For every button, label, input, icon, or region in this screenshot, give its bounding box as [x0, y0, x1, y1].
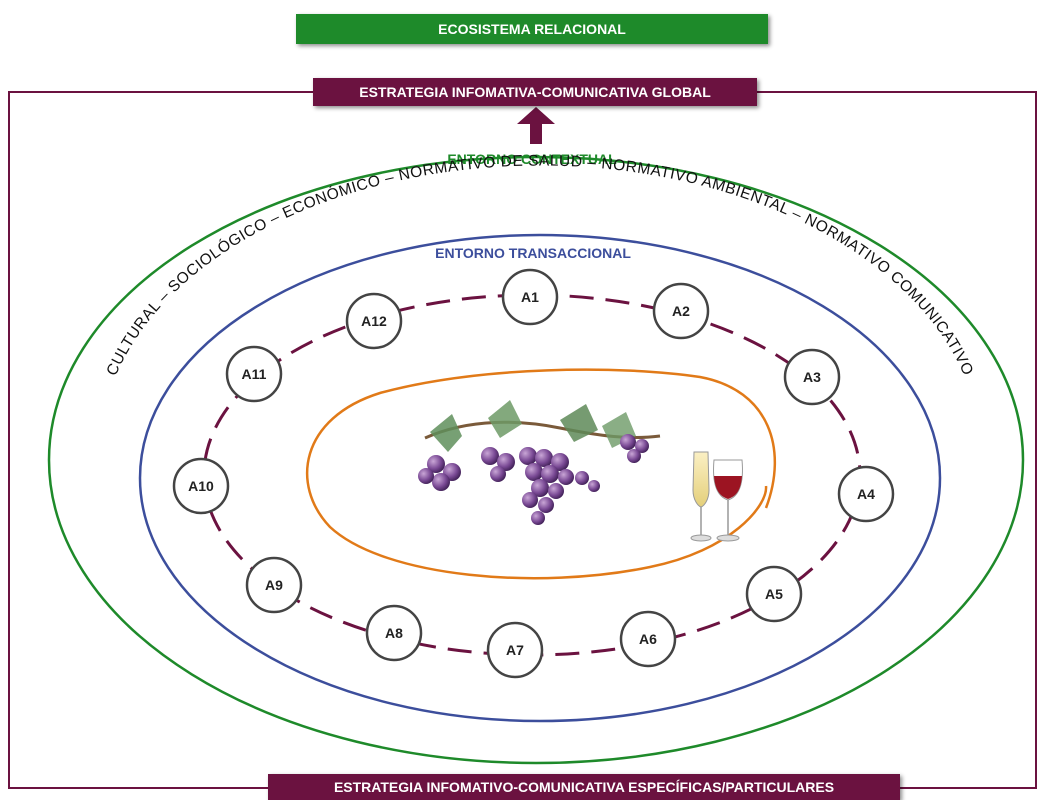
- contextual-factors-text: CULTURAL – SOCIOLÓGICO – ECONÓMICO – NOR…: [104, 152, 977, 378]
- svg-text:A10: A10: [188, 478, 214, 494]
- transactional-label: ENTORNO TRANSACCIONAL: [435, 245, 631, 261]
- svg-text:A3: A3: [803, 369, 821, 385]
- global-strategy-banner: ESTRATEGIA INFOMATIVA-COMUNICATIVA GLOBA…: [313, 78, 757, 106]
- svg-text:A11: A11: [242, 366, 267, 382]
- specific-strategy-banner: ESTRATEGIA INFOMATIVO-COMUNICATIVA ESPEC…: [268, 774, 900, 800]
- svg-text:A6: A6: [639, 631, 657, 647]
- actor-node-a1: A1: [501, 268, 559, 326]
- actor-node-a3: A3: [783, 348, 841, 406]
- actor-node-a9: A9: [245, 556, 303, 614]
- ecosystem-banner: ECOSISTEMA RELACIONAL: [296, 14, 768, 44]
- svg-text:A4: A4: [857, 486, 875, 502]
- svg-text:A8: A8: [385, 625, 403, 641]
- svg-text:A7: A7: [506, 642, 524, 658]
- actor-node-a4: A4: [837, 465, 895, 523]
- wine-glasses-icon: [690, 451, 743, 542]
- svg-text:A9: A9: [265, 577, 283, 593]
- svg-text:A5: A5: [765, 586, 783, 602]
- actor-node-a6: A6: [619, 610, 677, 668]
- actor-node-a10: A10: [172, 457, 230, 515]
- actor-node-a12: A12: [345, 292, 403, 350]
- actor-node-a11: A11: [225, 345, 283, 403]
- actor-node-a2: A2: [652, 282, 710, 340]
- contextual-label: ENTORNO CONTEXTUAL: [447, 151, 617, 167]
- actor-node-a8: A8: [365, 604, 423, 662]
- actor-node-a7: A7: [486, 621, 544, 679]
- actor-node-a5: A5: [745, 565, 803, 623]
- center-spiral: [306, 368, 777, 580]
- grapes-illustration: [418, 400, 661, 525]
- svg-text:A1: A1: [521, 289, 539, 305]
- outer-frame: [8, 91, 1037, 789]
- transactional-ring: [138, 233, 942, 723]
- svg-text:A2: A2: [672, 303, 690, 319]
- svg-text:A12: A12: [361, 313, 387, 329]
- contextual-ring: [47, 155, 1025, 765]
- up-arrow-icon: [517, 107, 555, 144]
